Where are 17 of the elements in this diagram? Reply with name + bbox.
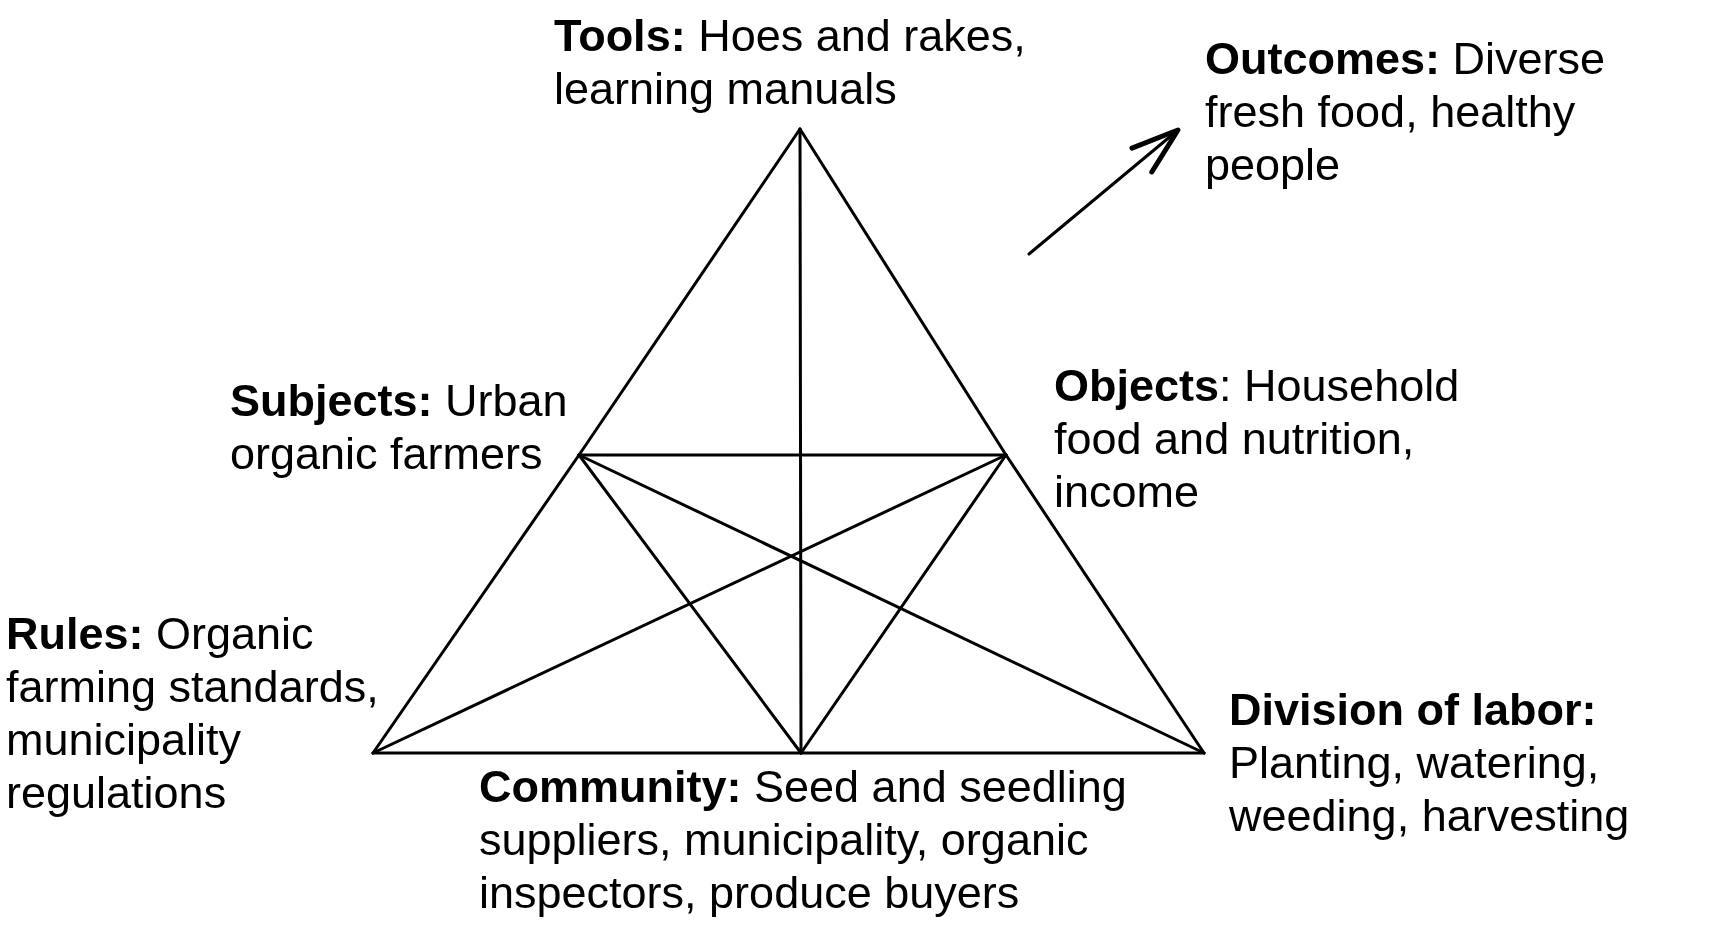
- description-text: Tools: Hoes and rakes, learning manuals: [554, 9, 1044, 115]
- description-text: Community: Seed and seedling suppliers, municipality, organic inspectors, produce buyers: [479, 760, 1147, 919]
- connector-line: [799, 453, 1008, 755]
- arrow: [1027, 127, 1181, 256]
- description-text: Objects: Household food and nutrition, income: [1054, 359, 1476, 518]
- connector-line: [577, 127, 802, 457]
- connector-line: [371, 453, 1008, 755]
- connector-line: [799, 751, 1206, 755]
- description-text: Division of labor: Planting, watering, weeding, harvesting: [1229, 683, 1645, 842]
- description-text: Subjects: Urban organic farmers: [230, 374, 582, 480]
- connector-line: [577, 453, 1206, 755]
- description-text: Rules: Organic farming standards, municipality regulations: [6, 607, 392, 819]
- connector-line: [1004, 453, 1206, 755]
- connector-line: [371, 751, 803, 755]
- connector-line: [371, 453, 581, 755]
- connector-line: [577, 453, 803, 755]
- description-text: Outcomes: Diverse fresh food, healthy people: [1205, 32, 1623, 191]
